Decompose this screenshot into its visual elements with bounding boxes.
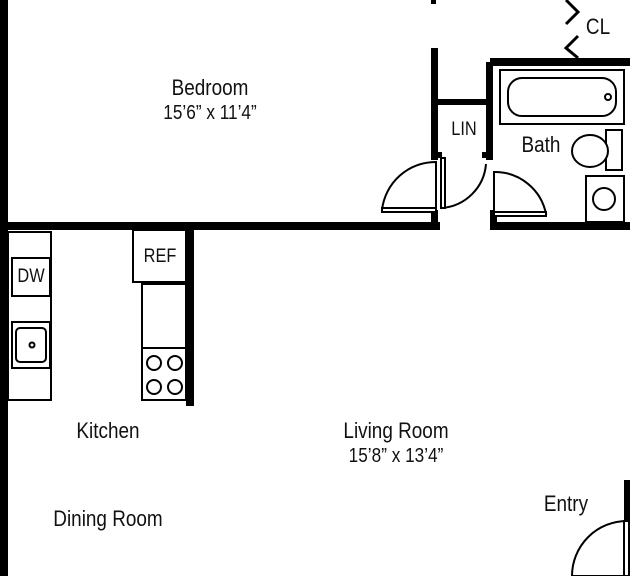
refrigerator-label: REF bbox=[143, 246, 177, 267]
refrigerator bbox=[132, 229, 187, 283]
wall-bath-top bbox=[490, 58, 630, 66]
dishwasher bbox=[11, 257, 51, 297]
bath-door-leaf bbox=[493, 211, 547, 217]
toilet-bowl bbox=[571, 134, 609, 168]
entry-door-leaf bbox=[623, 520, 630, 576]
doors bbox=[380, 157, 630, 576]
wall-kitchen-right bbox=[186, 230, 194, 406]
bedroom-door-leaf bbox=[381, 207, 437, 213]
wall-linen-top bbox=[431, 99, 491, 105]
bath-label: Bath bbox=[521, 132, 561, 157]
bath-door bbox=[493, 170, 548, 215]
wall-bedroom-right-lower bbox=[431, 210, 438, 230]
linen-label: LIN bbox=[451, 119, 477, 140]
wall-bath-left-lower bbox=[490, 210, 497, 230]
stove-burner bbox=[146, 379, 162, 395]
living-room-label: Living Room bbox=[343, 418, 449, 443]
kitchen-fixtures bbox=[7, 229, 187, 401]
closet-bifold-door bbox=[563, 34, 580, 60]
wall-left bbox=[0, 0, 8, 576]
closet-label: CL bbox=[585, 14, 611, 39]
bath-fixtures bbox=[499, 69, 625, 223]
living-room-dimensions: 15’8” x 13’4” bbox=[348, 445, 444, 467]
bedroom-label: Bedroom bbox=[171, 75, 249, 100]
wall-bath-bottom bbox=[490, 222, 630, 230]
linen-door-leaf bbox=[440, 157, 446, 209]
wall-right-lower bbox=[624, 480, 630, 522]
stove-burner bbox=[167, 379, 183, 395]
bath-sink-basin bbox=[592, 187, 616, 211]
entry-door bbox=[570, 519, 628, 576]
bedroom-door bbox=[380, 160, 437, 211]
wall-bedroom-bottom bbox=[0, 222, 440, 230]
linen-door bbox=[441, 158, 487, 210]
door-stop bbox=[482, 152, 489, 158]
stove-burner bbox=[167, 355, 183, 371]
dishwasher-label: DW bbox=[17, 266, 45, 287]
wall-linen-right bbox=[486, 62, 493, 160]
entry-label: Entry bbox=[543, 491, 589, 516]
kitchen-label: Kitchen bbox=[76, 418, 140, 443]
kitchen-sink-drain bbox=[28, 341, 36, 349]
door-stop bbox=[435, 152, 442, 158]
bathtub-drain bbox=[604, 93, 612, 101]
bathtub-basin bbox=[507, 77, 617, 117]
wall-top-tick bbox=[431, 0, 436, 4]
stove-burner bbox=[146, 355, 162, 371]
closet-bifold-door bbox=[564, 0, 581, 26]
dining-room-label: Dining Room bbox=[53, 506, 163, 531]
bedroom-dimensions: 15’6” x 11’4” bbox=[163, 102, 257, 124]
